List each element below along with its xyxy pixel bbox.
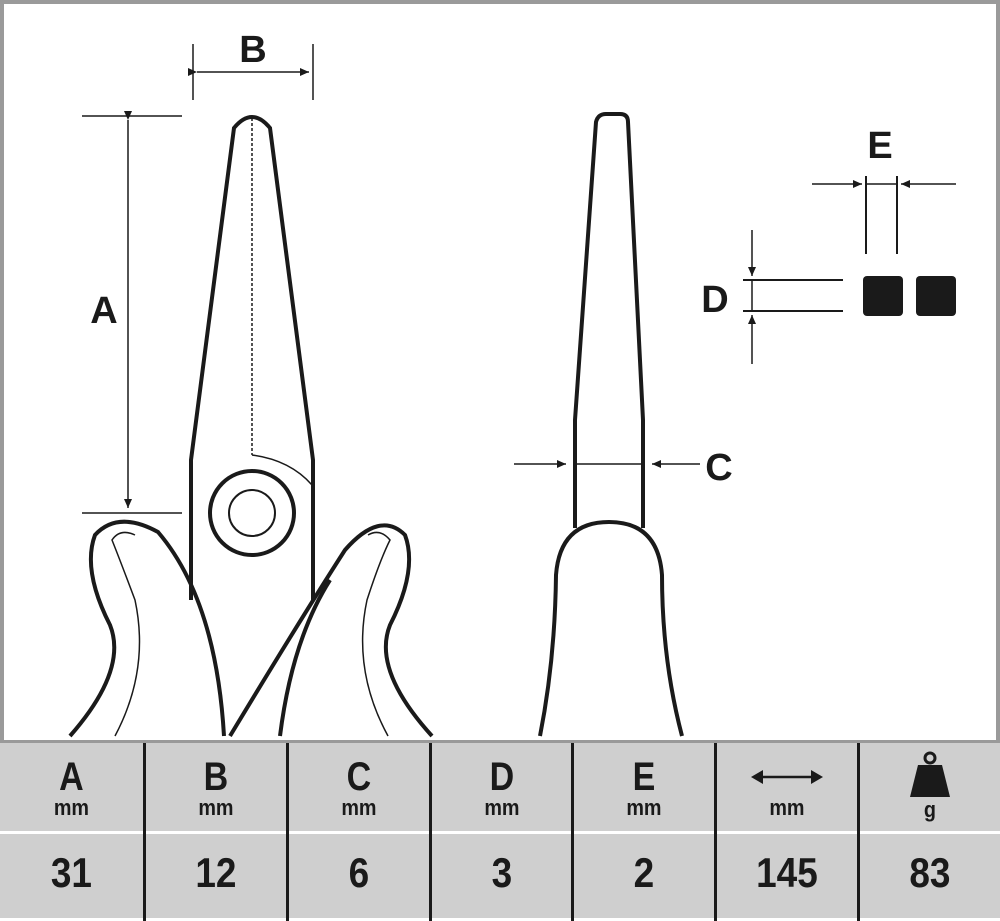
- jaw-cross-section-left: [863, 276, 903, 316]
- dimension-d-label: D: [701, 279, 728, 321]
- spec-column-d: D mm 3: [428, 743, 572, 921]
- right-handle-grip-line: [361, 531, 391, 737]
- side-handle: [538, 519, 684, 737]
- handle-inner-left: [278, 578, 332, 737]
- side-jaw-outline: [573, 112, 645, 528]
- pivot-inner: [228, 489, 276, 537]
- jaw-cross-section-right: [916, 276, 956, 316]
- spec-value: 31: [50, 849, 92, 896]
- dimension-c-label: C: [705, 447, 732, 489]
- spec-symbol: D: [489, 755, 514, 799]
- spec-symbol: E: [633, 755, 656, 799]
- spec-unit: mm: [53, 795, 90, 820]
- spec-unit: mm: [341, 795, 377, 820]
- spec-column-length: mm 145: [714, 743, 858, 921]
- plier-technical-drawing: A B C E D: [68, 29, 956, 738]
- left-handle: [68, 519, 226, 738]
- spec-value: 83: [909, 849, 951, 896]
- spec-value: 12: [195, 849, 237, 896]
- dimension-a-label: A: [90, 290, 117, 332]
- spec-symbol: A: [59, 755, 84, 799]
- left-handle-grip-line: [111, 531, 141, 737]
- side-view: [538, 112, 684, 737]
- spec-symbol: B: [203, 755, 229, 799]
- jaw-seam-curve: [251, 454, 313, 486]
- pivot-outer: [208, 469, 296, 557]
- dimension-e: [812, 176, 956, 254]
- spec-unit: mm: [483, 795, 520, 820]
- spec-column-e: E mm 2: [571, 743, 715, 921]
- spec-value: 2: [634, 849, 655, 896]
- spec-column-b: B mm 12: [142, 743, 286, 921]
- weight-icon: [860, 751, 1000, 799]
- dimension-b: [188, 44, 314, 100]
- double-arrow-icon: [717, 757, 857, 797]
- front-jaw-outline: [189, 115, 315, 600]
- spec-symbol: C: [346, 755, 371, 799]
- spec-unit: g: [924, 797, 937, 822]
- dimension-e-label: E: [867, 125, 892, 167]
- spec-value: 145: [756, 849, 819, 896]
- spec-column-a: A mm 31: [0, 743, 143, 921]
- dimension-b-label: B: [239, 29, 266, 71]
- spec-unit: mm: [198, 795, 234, 820]
- spec-unit: mm: [769, 795, 805, 820]
- spec-value: 6: [348, 849, 369, 896]
- dimension-d: [743, 230, 843, 364]
- spec-column-c: C mm 6: [285, 743, 429, 921]
- spec-column-weight: g 83: [857, 743, 1000, 921]
- front-view: [68, 115, 434, 738]
- spec-value: 3: [491, 849, 512, 896]
- spec-table: A mm 31 B mm 12 C mm 6 D mm 3 E mm: [0, 740, 1000, 921]
- spec-unit: mm: [626, 795, 662, 820]
- right-handle: [228, 523, 434, 738]
- dimension-a: [82, 111, 182, 514]
